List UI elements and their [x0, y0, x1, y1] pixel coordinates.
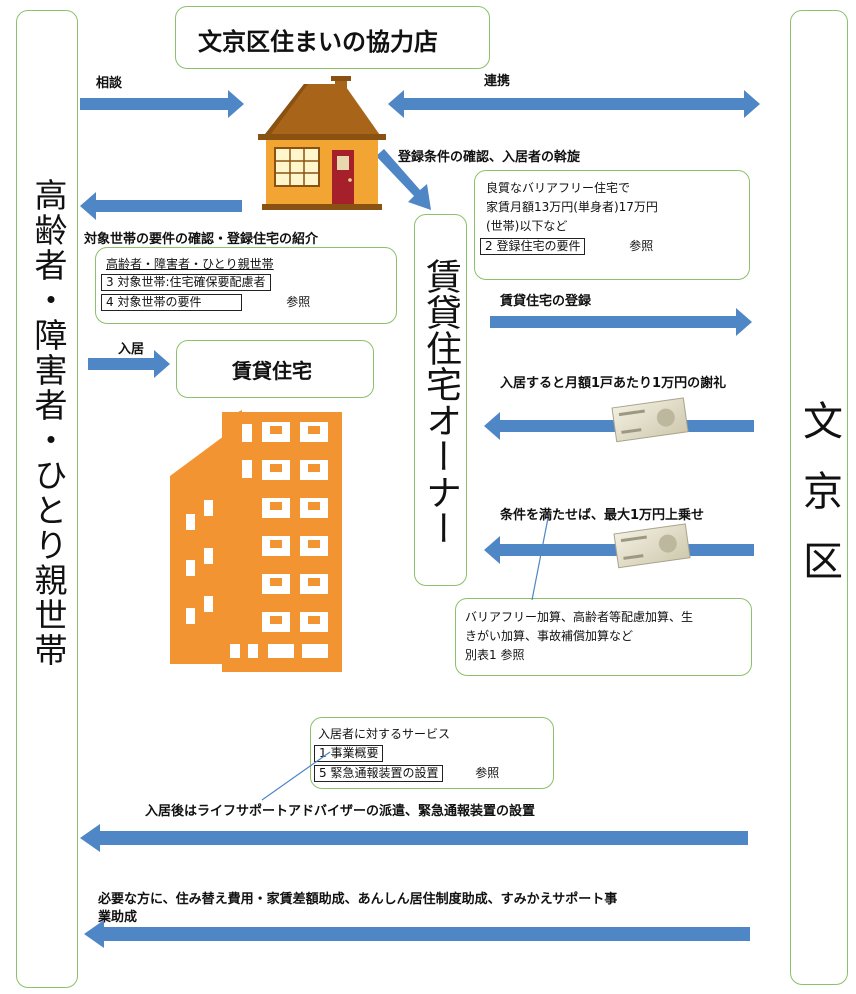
additions-note — [455, 598, 752, 676]
additions-line1: バリアフリー加算、高齢者等配慮加算、生 — [465, 610, 694, 624]
subsidy-label-line1: 必要な方に、住み替え費用・家賃差額助成、あんしん居住制度助成、すみかえサポート事 — [98, 892, 618, 907]
move-in-arrow — [88, 350, 170, 378]
apartment-building-icon — [170, 410, 342, 672]
banknote-icon — [613, 523, 691, 569]
additions-leader-line — [531, 517, 549, 601]
housing-req-ref-row: 2 登録住宅の要件 参照 — [480, 238, 653, 255]
after-move-in-arrow — [80, 824, 748, 852]
register-rental-label: 賃貸住宅の登録 — [500, 294, 592, 309]
house-icon — [258, 76, 386, 210]
register-rental-arrow — [490, 308, 752, 336]
store-to-resident-arrow — [80, 192, 242, 220]
rental-owner-label: 賃貸住宅オーナー — [420, 258, 461, 546]
target-households-ref-label: 参照 — [286, 295, 311, 309]
target-households-ref2: 4 対象世帯の要件 — [101, 294, 243, 311]
additions-line2: きがい加算、事故補償加算など — [465, 629, 634, 643]
monthly-reward-label: 入居すると月額1戸あたり1万円の謝礼 — [500, 376, 727, 391]
subsidy-arrow — [84, 920, 750, 948]
target-households-ref1: 3 対象世帯:住宅確保要配慮者 — [101, 274, 271, 291]
consult-arrow — [80, 90, 244, 118]
target-households-note — [95, 247, 397, 324]
cooperation-arrow — [388, 90, 760, 118]
additions-line3: 別表1 参照 — [465, 648, 525, 662]
store-to-owner-arrow — [376, 149, 431, 210]
cooperation-label: 連携 — [484, 74, 511, 89]
elderly-disabled-single-parent-box — [16, 10, 78, 988]
bunkyo-ward-box — [790, 10, 848, 985]
housing-req-line2: 家賃月額13万円(単身者)17万円 — [486, 200, 658, 214]
services-ref2: 5 緊急通報装置の設置 — [314, 765, 444, 782]
rental-owner-box — [414, 214, 467, 586]
rental-housing-title: 賃貸住宅 — [232, 359, 312, 383]
services-note — [310, 717, 554, 789]
household-check-label: 対象世帯の要件の確認・登録住宅の紹介 — [84, 232, 319, 247]
cooperating-store-title: 文京区住まいの協力店 — [198, 28, 438, 56]
target-households-ref1-row: 3 対象世帯:住宅確保要配慮者 — [101, 274, 271, 291]
banknote-icon — [611, 397, 689, 443]
housing-req-ref-label: 参照 — [629, 239, 654, 253]
housing-req-line3: (世帯)以下など — [486, 219, 568, 233]
target-households-ref2-row: 4 対象世帯の要件 参照 — [101, 294, 310, 311]
cooperating-store-box — [175, 6, 490, 69]
registration-check-label: 登録条件の確認、入居者の斡旋 — [398, 150, 581, 165]
services-ref2-row: 5 緊急通報装置の設置 参照 — [314, 765, 499, 782]
elderly-disabled-single-parent-label: 高齢者・障害者・ひとり親世帯 — [29, 178, 68, 668]
move-in-label: 入居 — [118, 342, 145, 357]
housing-req-ref: 2 登録住宅の要件 — [480, 238, 586, 255]
services-ref1: 1 事業概要 — [314, 745, 384, 762]
services-leader-line — [261, 751, 331, 801]
services-ref1-row: 1 事業概要 — [314, 745, 384, 762]
rental-housing-box — [176, 340, 374, 398]
consult-label: 相談 — [96, 76, 123, 91]
bunkyo-ward-label: 文京区 — [796, 400, 842, 610]
extra-reward-label: 条件を満たせば、最大1万円上乗せ — [500, 508, 705, 523]
housing-req-line1: 良質なバリアフリー住宅で — [486, 181, 631, 195]
housing-requirements-note — [474, 170, 750, 280]
services-ref-label: 参照 — [475, 766, 500, 780]
after-move-in-label: 入居後はライフサポートアドバイザーの派遣、緊急通報装置の設置 — [145, 804, 536, 819]
services-line1: 入居者に対するサービス — [318, 727, 451, 741]
target-households-line1: 高齢者・障害者・ひとり親世帯 — [106, 257, 274, 271]
subsidy-label-line2: 業助成 — [98, 910, 138, 925]
